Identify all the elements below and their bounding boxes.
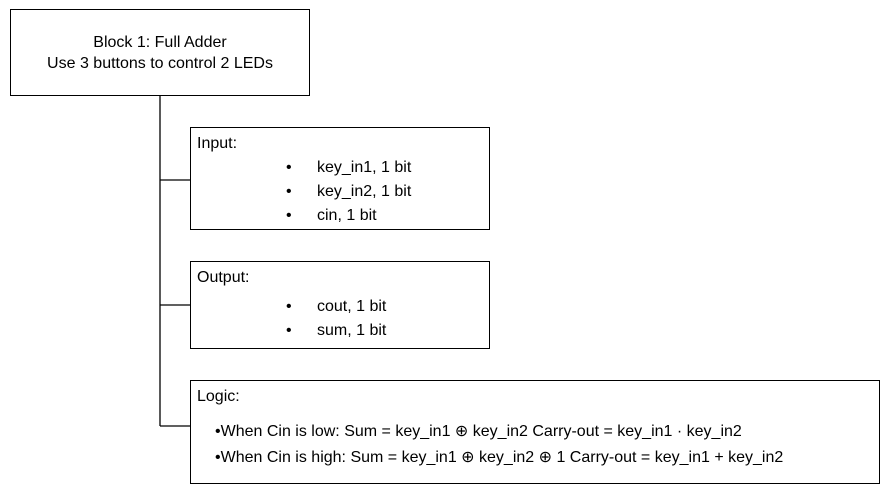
logic-line-cin-low: •When Cin is low: Sum = key_in1 ⊕ key_in… <box>215 423 742 440</box>
bullet-icon: • <box>286 159 292 176</box>
output-item-text: sum, 1 bit <box>317 322 387 339</box>
input-list: • key_in1, 1 bit • key_in2, 1 bit • cin,… <box>286 156 411 228</box>
input-title: Input: <box>197 135 238 152</box>
list-item: • sum, 1 bit <box>286 319 386 343</box>
list-item: • cout, 1 bit <box>286 295 386 319</box>
logic-title: Logic: <box>197 388 240 405</box>
list-item: • cin, 1 bit <box>286 204 411 228</box>
logic-line-cin-high: •When Cin is high: Sum = key_in1 ⊕ key_i… <box>215 449 784 466</box>
root-block-box: Block 1: Full Adder Use 3 buttons to con… <box>10 9 310 96</box>
list-item: • key_in1, 1 bit <box>286 156 411 180</box>
input-item-text: key_in2, 1 bit <box>317 183 412 200</box>
bullet-icon: • <box>286 298 292 315</box>
list-item: • key_in2, 1 bit <box>286 180 411 204</box>
output-box: Output: • cout, 1 bit • sum, 1 bit <box>190 261 490 349</box>
input-box: Input: • key_in1, 1 bit • key_in2, 1 bit… <box>190 127 490 230</box>
bullet-icon: • <box>286 207 292 224</box>
output-list: • cout, 1 bit • sum, 1 bit <box>286 295 386 343</box>
root-block-description: Use 3 buttons to control 2 LEDs <box>47 54 273 72</box>
input-item-text: cin, 1 bit <box>317 207 377 224</box>
bullet-icon: • <box>286 183 292 200</box>
output-item-text: cout, 1 bit <box>317 298 387 315</box>
logic-lines: •When Cin is low: Sum = key_in1 ⊕ key_in… <box>215 419 783 471</box>
logic-box: Logic: •When Cin is low: Sum = key_in1 ⊕… <box>190 380 880 484</box>
output-title: Output: <box>197 269 250 286</box>
input-item-text: key_in1, 1 bit <box>317 159 412 176</box>
bullet-icon: • <box>286 322 292 339</box>
root-block-title: Block 1: Full Adder <box>93 33 227 51</box>
